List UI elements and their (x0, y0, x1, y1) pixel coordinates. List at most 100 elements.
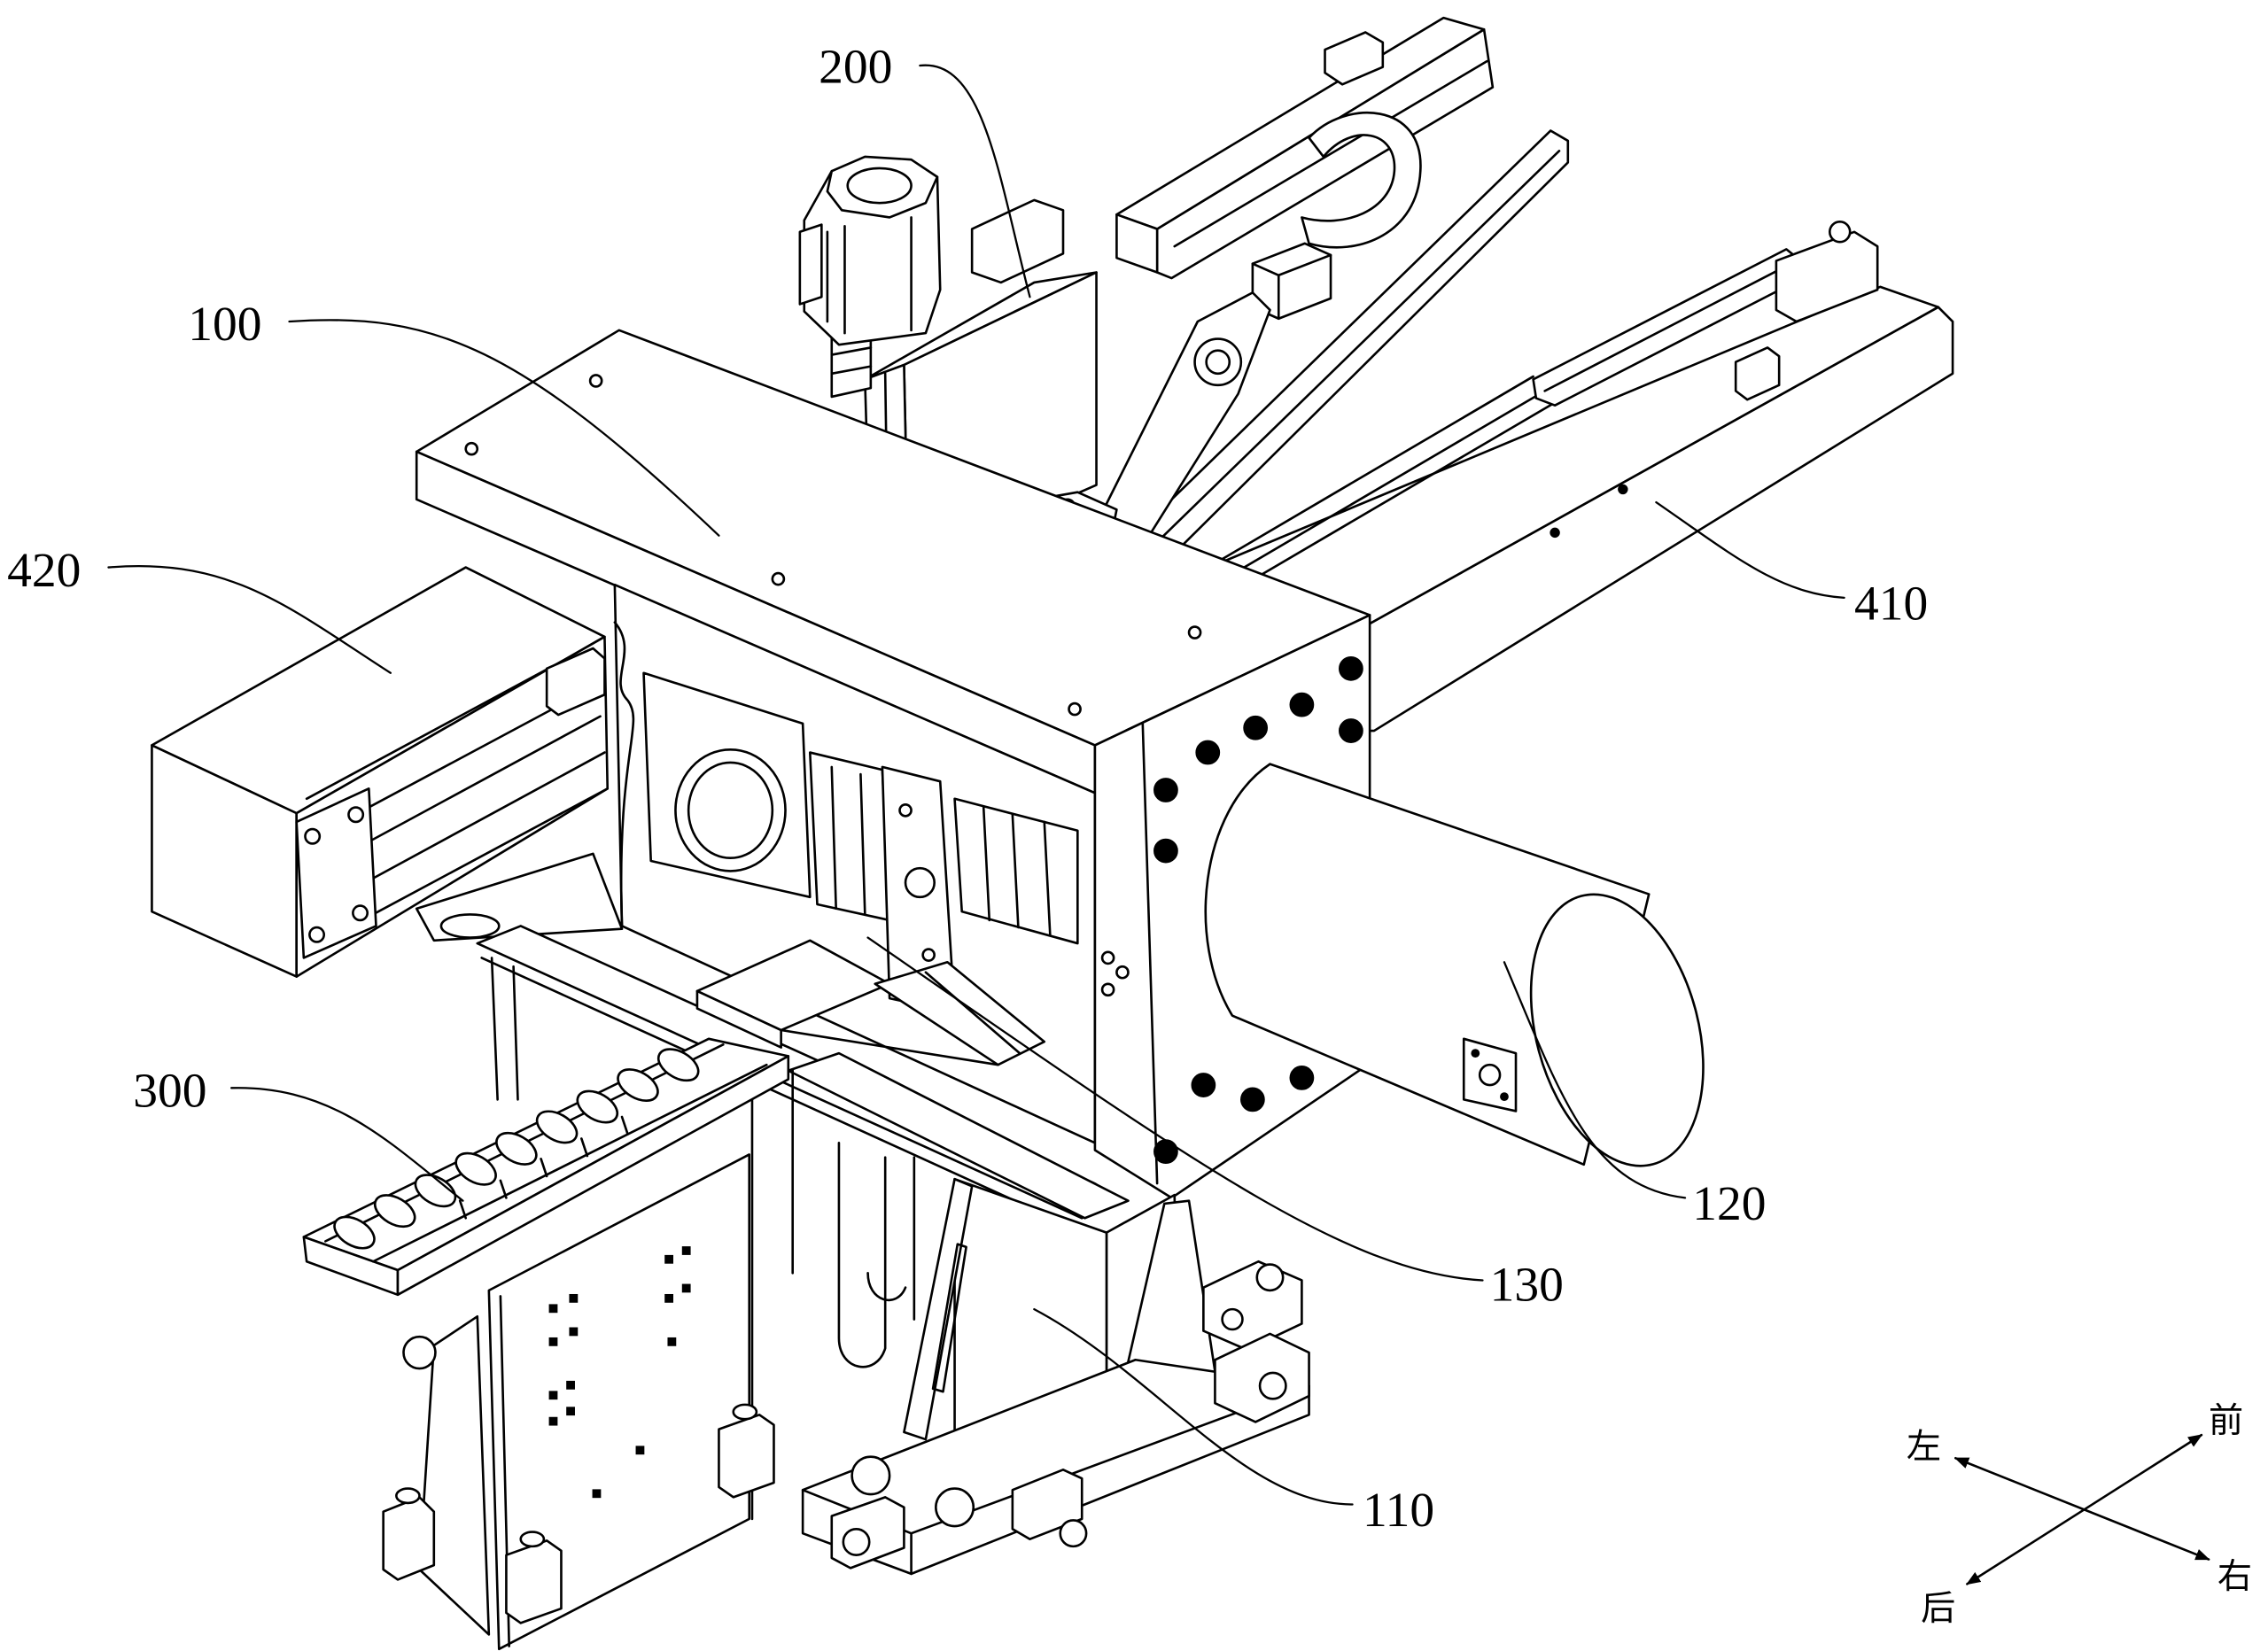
cylinder-body (1204, 763, 1651, 1167)
housing-side-profile (613, 621, 635, 927)
leader-100 (288, 319, 720, 537)
motor-terminal-box (798, 223, 823, 306)
feed-trough (302, 1037, 790, 1297)
left-cylinder-box (151, 566, 610, 978)
upper-beam-groove (1173, 59, 1488, 248)
leader-130 (866, 936, 1484, 1282)
right-guide-rail (1162, 221, 1954, 732)
rear-cross-beam (787, 1051, 1130, 1220)
motor-fan-cap (846, 167, 913, 205)
u-pipe-outer (837, 1142, 887, 1368)
trough-roller-6 (535, 1110, 579, 1144)
reference-labels: 200 100 420 410 300 120 130 110 (7, 41, 1928, 1538)
beam-end-bracket (1324, 31, 1385, 86)
leader-lines (107, 64, 1845, 1506)
end-plate-bolt-9 (1153, 1139, 1178, 1165)
label-130: 130 (1490, 1258, 1564, 1312)
panel-hole-11 (548, 1416, 558, 1426)
base-plate-edges (801, 1384, 1310, 1576)
panel-hole-9 (548, 1391, 558, 1400)
trough-roller-7 (576, 1089, 619, 1124)
compass-right-label: 右 (2218, 1557, 2252, 1597)
panel-hole-10 (566, 1380, 575, 1390)
end-plate-bolt-6 (1339, 655, 1363, 681)
leader-120 (1503, 961, 1687, 1199)
cylinder-barrel-lines (302, 686, 610, 950)
label-200: 200 (819, 41, 892, 95)
gusset-slot (931, 1243, 967, 1393)
side-bracket-bolt-2 (1258, 1371, 1287, 1400)
gate-frame-lines (830, 765, 866, 916)
panel-hole-6 (681, 1246, 691, 1255)
left-leg-assembly (382, 1153, 775, 1651)
panel-hole-2 (569, 1293, 579, 1303)
coupling-lines (830, 346, 873, 376)
end-plate-bolt-2 (1153, 838, 1178, 864)
rail-end-cap (1775, 230, 1879, 323)
discharge-hopper-lines (780, 971, 1021, 1066)
top-hole-4 (1068, 701, 1082, 717)
rail-mid-clamp (1734, 346, 1781, 401)
gate-frame (808, 751, 891, 922)
top-hole-1 (588, 374, 603, 388)
trough-roller-5 (495, 1131, 538, 1166)
panel-hole-7 (664, 1293, 673, 1303)
end-plate-bolt-10 (1240, 1087, 1265, 1112)
carriage-bracket (970, 198, 1065, 284)
base-clamp-2 (1011, 1469, 1084, 1541)
u-pipe-inner (866, 1156, 916, 1321)
trough-side-rim (396, 1055, 790, 1297)
base-plate (801, 1358, 1310, 1576)
rail-channel-edge (1130, 150, 1561, 569)
leader-110 (1033, 1307, 1354, 1506)
top-hole-2 (464, 441, 479, 456)
end-cap-bolt-3 (308, 926, 326, 943)
side-bracket-bolt-1 (1255, 1263, 1285, 1292)
label-420: 420 (7, 544, 81, 598)
feed-port-inner (687, 761, 774, 860)
side-bracket-upper (1202, 1260, 1303, 1352)
left-gusset (903, 1177, 974, 1441)
panel-hole-12 (566, 1407, 575, 1416)
leader-410 (1655, 500, 1845, 599)
end-plate-bolt-8 (1191, 1073, 1216, 1097)
leg-panel (487, 1153, 751, 1651)
end-plate-bolt-1 (1153, 778, 1178, 802)
panel-hole-4 (569, 1327, 579, 1337)
upper-beam-end (1115, 213, 1159, 274)
side-bracket-bolt-3 (1221, 1307, 1244, 1331)
label-410: 410 (1854, 577, 1928, 631)
direction-compass: 左 前 后 右 (1907, 1401, 2252, 1629)
gate-actuator-lines (982, 806, 1052, 936)
end-plate-bolt-7 (1339, 718, 1363, 743)
trough-roller-2 (373, 1194, 416, 1229)
guide-rail-slot (1192, 375, 1557, 595)
connector-pin-2 (1500, 1092, 1509, 1102)
compass-front-back-axis (1966, 1433, 2203, 1585)
end-plate-fitting-2 (1115, 965, 1130, 980)
end-plate-fitting-1 (1100, 950, 1115, 965)
label-120: 120 (1692, 1177, 1766, 1231)
rear-leg-lines (490, 957, 795, 1521)
connector-port (1478, 1063, 1502, 1087)
compass-left-right-axis (1953, 1456, 2210, 1561)
rail-screw-1 (1618, 484, 1628, 495)
leader-420 (107, 565, 392, 674)
base-bolt-head-1 (850, 1455, 891, 1496)
compass-left-label: 左 (1907, 1427, 1941, 1467)
compass-back-label: 后 (1921, 1589, 1955, 1629)
upper-rail-assembly (1093, 16, 1570, 584)
panel-hole-13 (667, 1337, 677, 1346)
leveling-foot-2 (505, 1539, 563, 1624)
rail-screw-2 (1550, 527, 1560, 539)
leader-200 (919, 64, 1031, 298)
rail-cylinder-edge (1543, 260, 1798, 392)
end-plate-fitting-3 (1100, 982, 1115, 997)
cylinder-end-face (1529, 893, 1705, 1167)
leveling-foot-3-nut (732, 1403, 758, 1421)
panel-hole-5 (664, 1254, 673, 1264)
end-cap-bolt-1 (304, 827, 322, 845)
gate-plate-bolt-2 (921, 948, 936, 962)
panel-hole-3 (548, 1337, 558, 1346)
